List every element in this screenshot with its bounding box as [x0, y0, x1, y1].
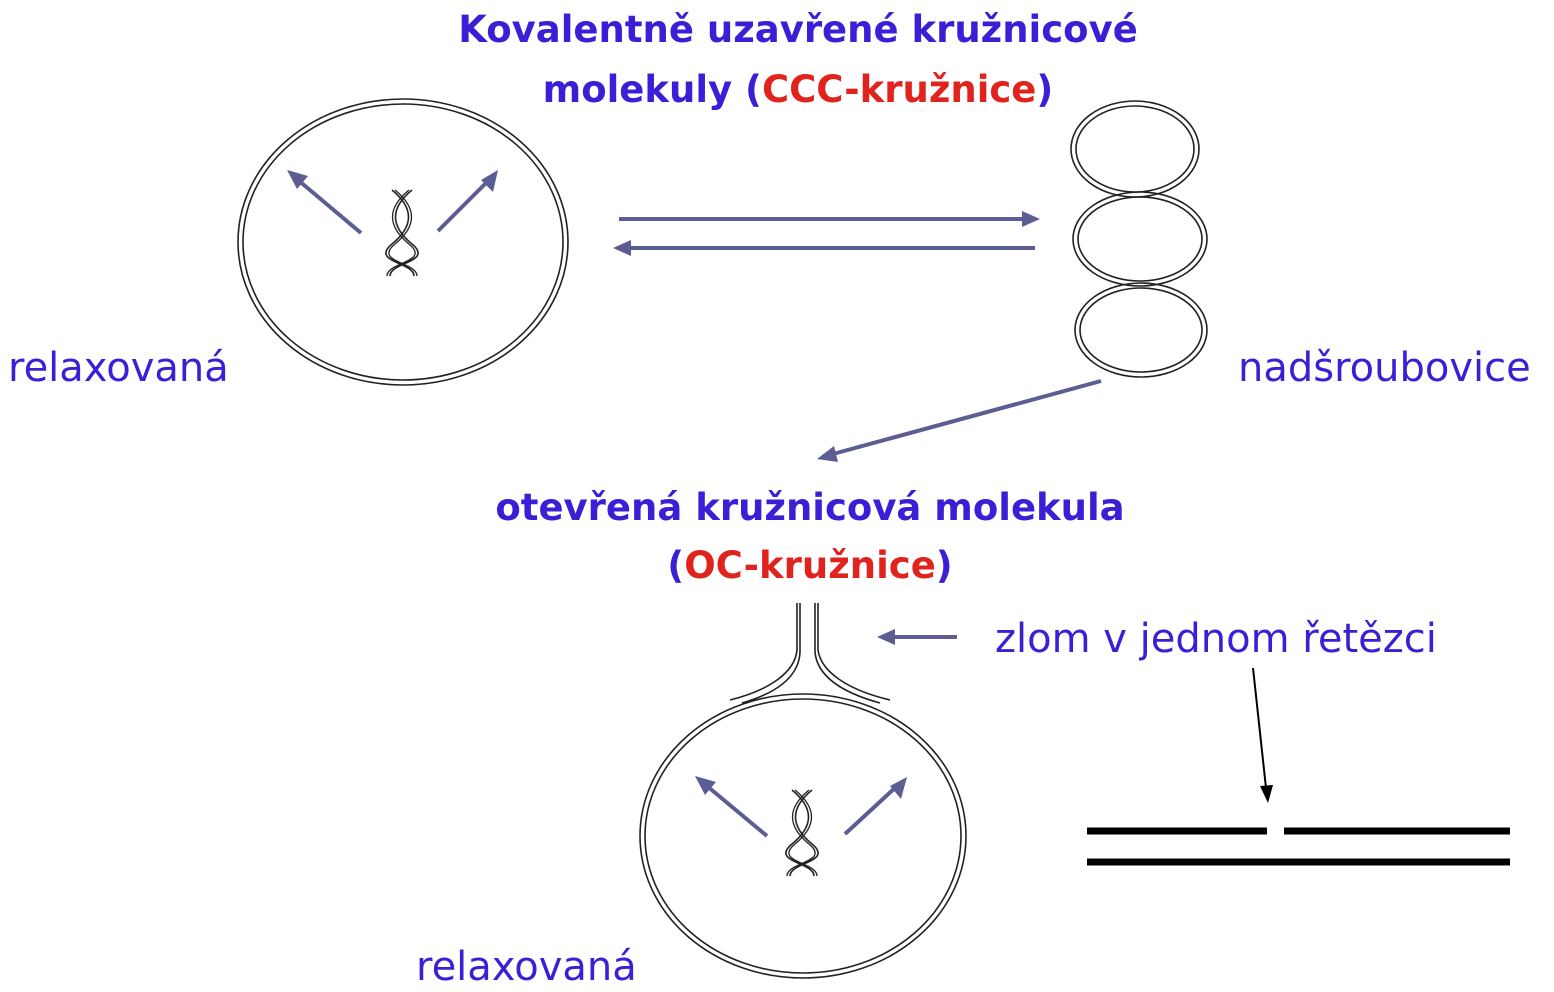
unwind-arrow-right	[436, 170, 498, 233]
nick-pointer-arrow	[877, 629, 957, 645]
ccc-title-post: )	[1036, 68, 1054, 111]
unwind-arrow-right-bottom	[843, 777, 907, 836]
nicked-double-strand	[1087, 827, 1510, 866]
supercoiled-molecule	[1070, 100, 1208, 378]
unwind-arrow-left	[287, 170, 363, 235]
label-relaxed-top: relaxovaná	[8, 345, 229, 391]
relaxed-circle-top	[237, 98, 569, 386]
equilibrium-arrow-back	[613, 240, 1035, 256]
oc-title-highlight: OC-kružnice	[684, 544, 936, 587]
helix-icon	[385, 189, 419, 277]
equilibrium-arrow-forward	[619, 211, 1040, 227]
label-relaxed-bottom: relaxovaná	[416, 944, 637, 990]
ccc-title-line2: molekuly (CCC-kružnice)	[426, 68, 1170, 112]
nicking-arrow	[817, 379, 1102, 462]
ccc-title-pre: molekuly (	[542, 68, 762, 111]
ccc-title-highlight: CCC-kružnice	[761, 68, 1037, 111]
oc-title-line2: (OC-kružnice)	[450, 544, 1170, 588]
oc-title-line1: otevřená kružnicová molekula	[495, 486, 1125, 529]
nick-location-arrow	[1252, 667, 1273, 803]
ccc-title-line1: Kovalentně uzavřené kružnicové	[458, 8, 1138, 51]
helix-icon-bottom	[785, 789, 819, 877]
oc-title-post: )	[935, 544, 953, 587]
open-circle-molecule	[639, 603, 967, 979]
oc-title-pre: (	[667, 544, 685, 587]
unwind-arrow-left-bottom	[695, 776, 769, 838]
label-supercoiled: nadšroubovice	[1238, 345, 1531, 391]
label-nick: zlom v jednom řetězci	[995, 616, 1437, 662]
